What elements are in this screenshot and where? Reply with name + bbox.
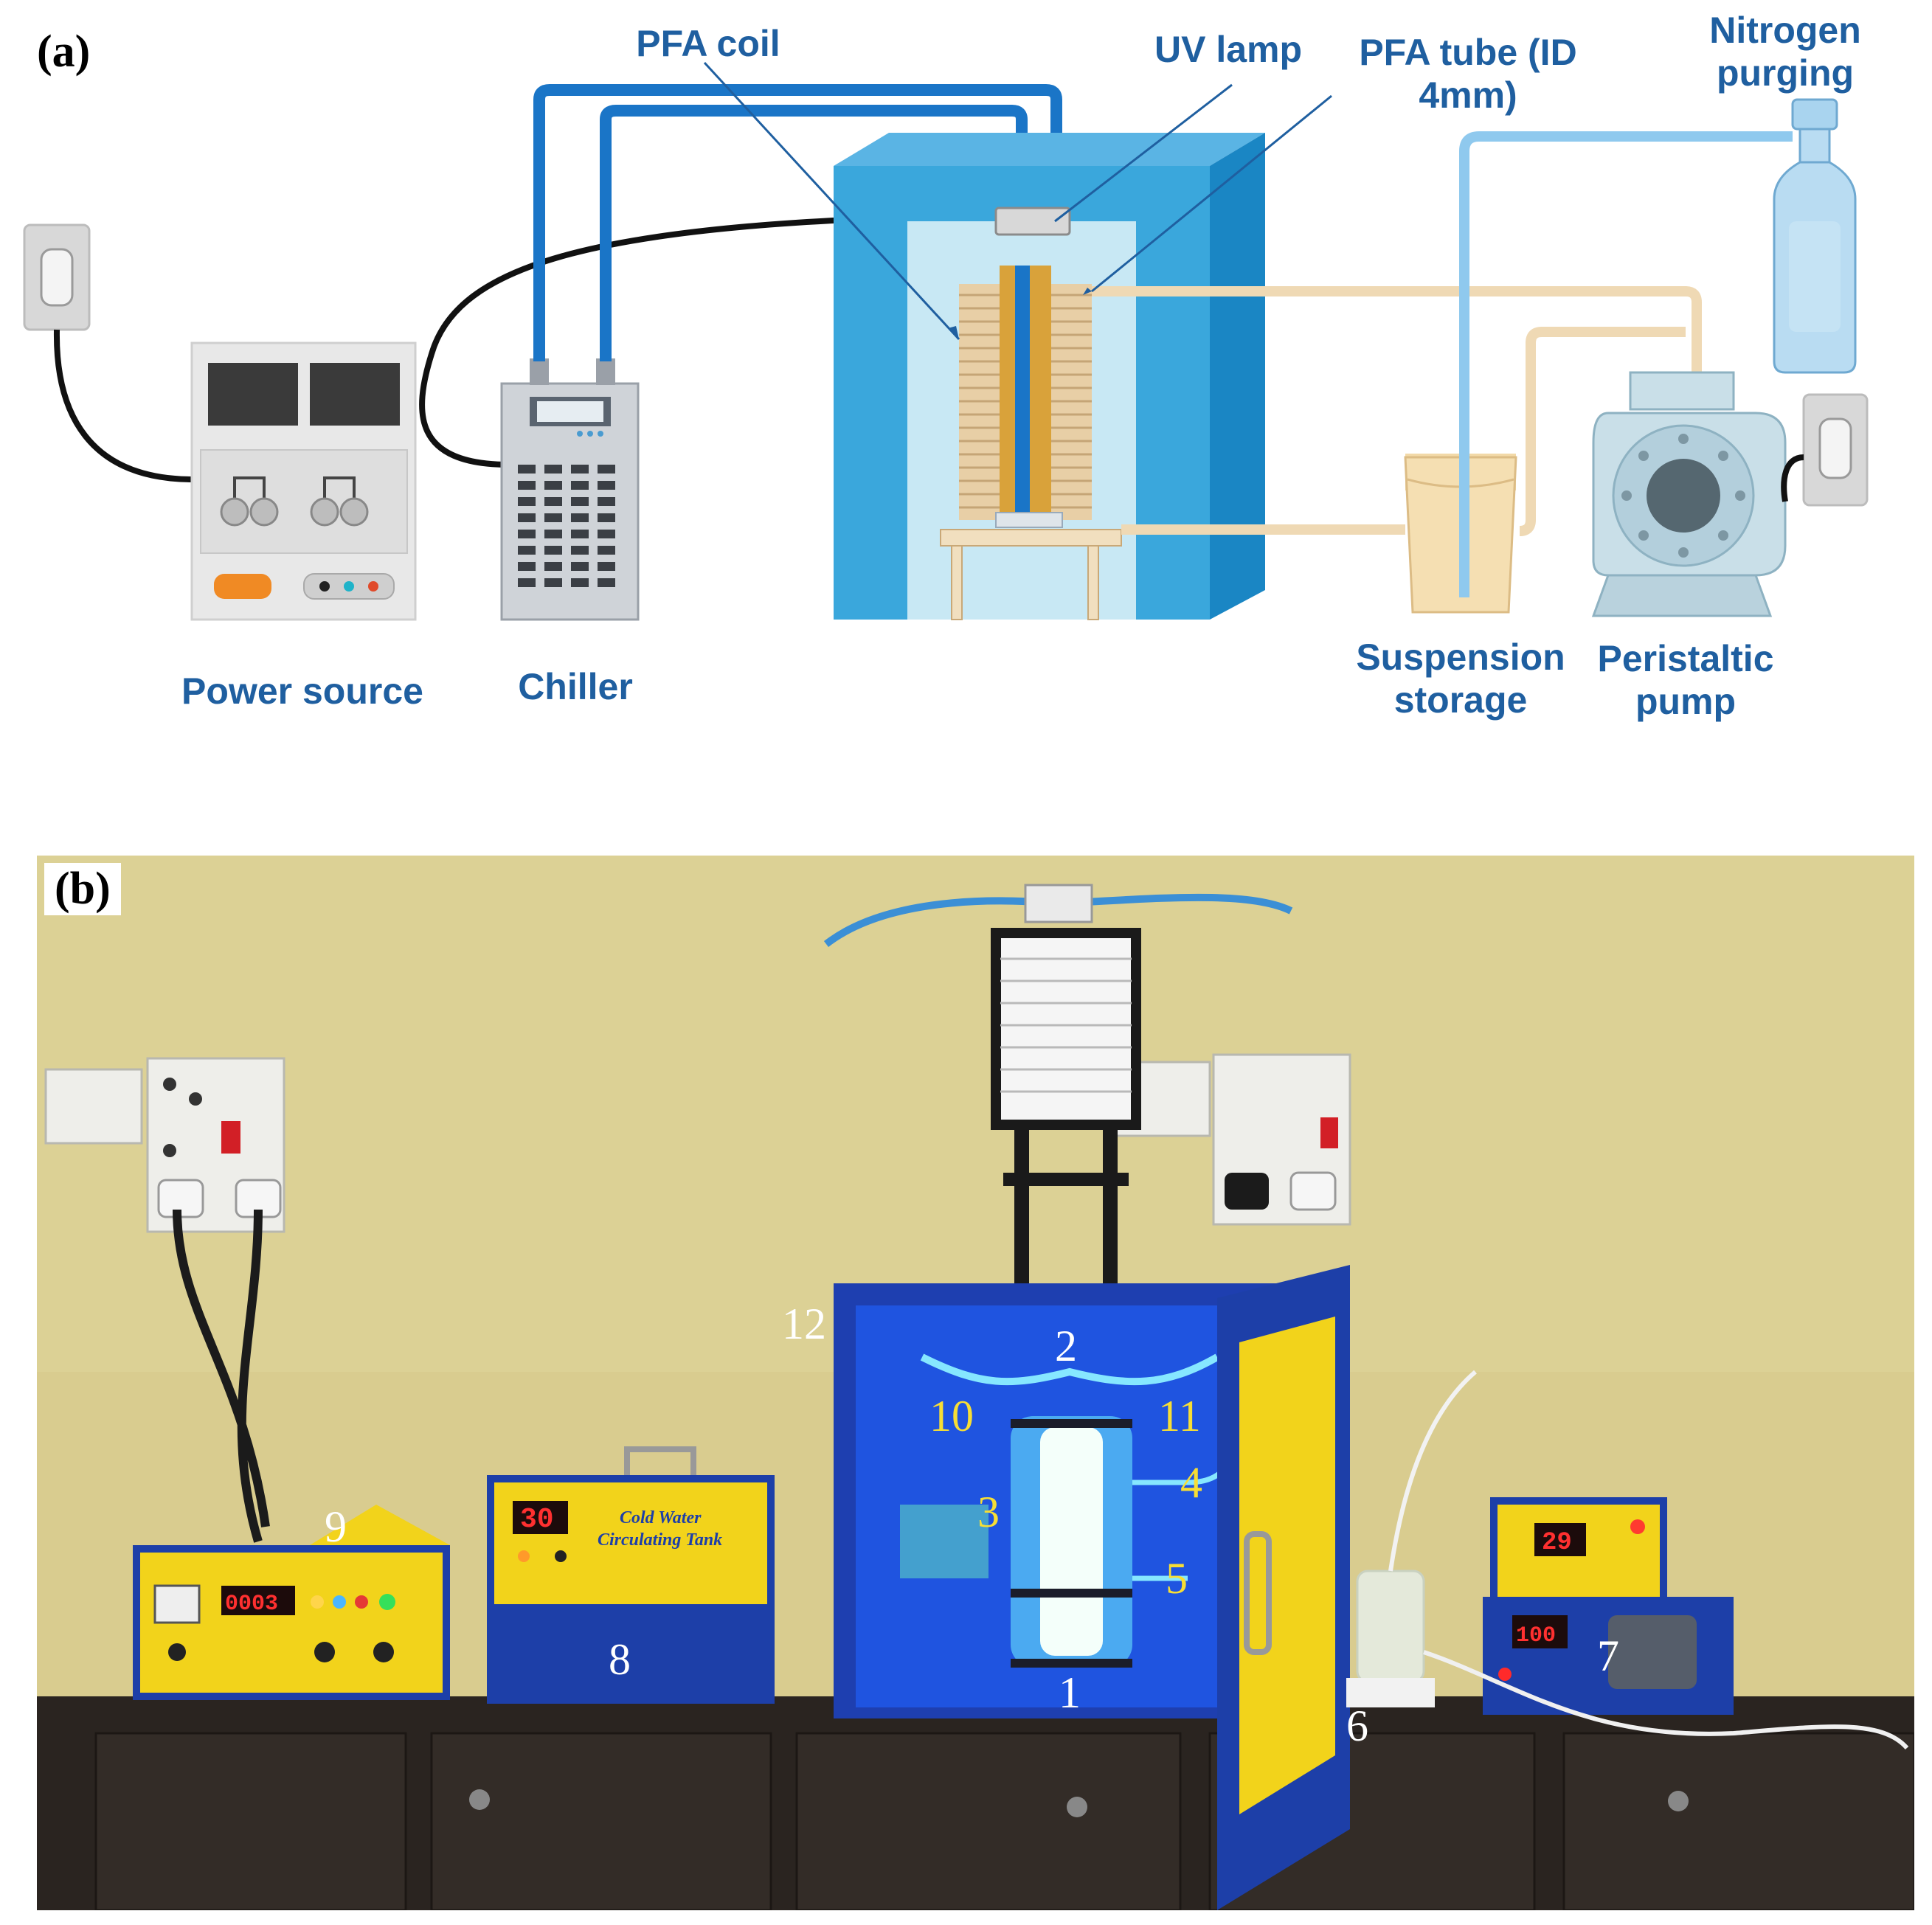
suspension-bottle (1346, 1370, 1477, 1707)
component-numbers: 1 2 3 4 5 6 7 8 9 10 11 12 (325, 1300, 1619, 1750)
cold-water-circulating-tank (487, 1446, 775, 1704)
chiller-unit (500, 358, 640, 621)
uv-lamp-controller (133, 1505, 450, 1700)
label-nitrogen-purging: Nitrogen purging (1709, 10, 1861, 94)
reactor-door (1217, 1265, 1350, 1910)
power-source-unit (190, 341, 417, 621)
pump-to-storage-tube (1519, 327, 1686, 536)
peristaltic-pump (1591, 371, 1787, 617)
number-4: 4 (1180, 1458, 1202, 1507)
schematic-diagram (23, 61, 1869, 621)
nitrogen-line (1459, 131, 1793, 597)
number-2: 2 (1055, 1322, 1077, 1370)
coolant-tube-outer (533, 84, 1062, 361)
lamp-power-cable (419, 212, 997, 468)
tank-title-text: Cold Water Circulating Tank (598, 1508, 722, 1550)
nitrogen-cylinder (1773, 98, 1857, 374)
label-peristaltic-pump: Peristaltic pump (1597, 638, 1774, 722)
number-7: 7 (1597, 1631, 1619, 1680)
number-11: 11 (1158, 1392, 1201, 1440)
controller-readout: 0003 (225, 1592, 278, 1617)
panel-b-label: (b) (44, 863, 121, 915)
pfa-coil (959, 266, 1092, 528)
number-6: 6 (1346, 1702, 1368, 1750)
number-9: 9 (325, 1502, 347, 1551)
label-power-source: Power source (181, 670, 423, 712)
wall-sockets-left (44, 1057, 285, 1233)
number-12: 12 (782, 1300, 826, 1348)
number-10: 10 (929, 1392, 974, 1440)
small-unit-readout: 29 (1542, 1529, 1572, 1557)
leader-lines (703, 61, 1332, 341)
number-3: 3 (977, 1488, 1000, 1536)
tank-title-line-1: Cold Water (620, 1508, 702, 1527)
coolant-tube-inner (600, 105, 1028, 361)
number-1: 1 (1059, 1668, 1081, 1717)
label-uv-lamp: UV lamp (1154, 29, 1303, 70)
label-suspension-storage: Suspension storage (1356, 637, 1565, 721)
suspension-return-tube (1092, 286, 1702, 391)
label-pfa-tube: PFA tube (ID 4mm) (1359, 32, 1577, 116)
pump-cable (1781, 454, 1804, 502)
chiller-temp-readout: 30 (520, 1504, 554, 1536)
display-readouts: 30 0003 29 100 (225, 1504, 1572, 1648)
tank-title-line-2: Circulating Tank (598, 1530, 722, 1550)
leader-arrowheads (948, 288, 1092, 339)
reactor-stand (940, 529, 1122, 620)
temperature-indicator-unit (1490, 1497, 1667, 1600)
cables-left (173, 1209, 270, 1543)
wall-switch-right (1802, 393, 1869, 507)
number-5: 5 (1166, 1554, 1188, 1603)
wall-switch-left (23, 223, 91, 331)
apparatus-photo: 1 2 3 4 5 6 7 8 9 10 11 12 30 0003 29 10… (37, 856, 1914, 1910)
cabinet (37, 1696, 1914, 1910)
peristaltic-pump-photo (1423, 1597, 1909, 1750)
pump-readout: 100 (1516, 1623, 1556, 1648)
power-cable-left (53, 329, 194, 482)
number-8: 8 (609, 1635, 631, 1684)
panel-a-label: (a) (37, 27, 91, 77)
label-chiller: Chiller (518, 666, 633, 707)
label-pfa-coil: PFA coil (636, 23, 780, 64)
